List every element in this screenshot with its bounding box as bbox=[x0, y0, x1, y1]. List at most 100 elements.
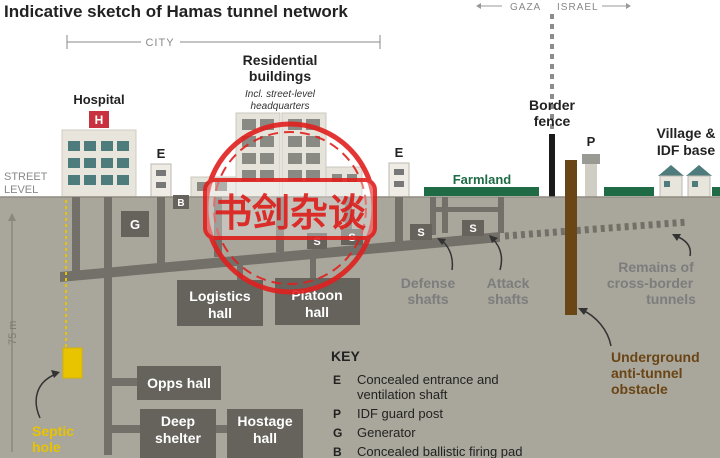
svg-text:Underground: Underground bbox=[611, 349, 700, 365]
watermark-stamp: 书剑杂谈 bbox=[203, 121, 377, 295]
residential-label-2: buildings bbox=[249, 68, 311, 84]
firing-pad-box: B bbox=[173, 195, 189, 209]
farm-shaft-1 bbox=[430, 197, 436, 235]
generator-box: G bbox=[121, 211, 149, 237]
main-tunnel bbox=[60, 232, 500, 282]
hospital-sign-letter: H bbox=[95, 113, 104, 127]
svg-text:shafts: shafts bbox=[407, 291, 448, 307]
remains-annotation: Remains of cross-border tunnels bbox=[607, 234, 696, 307]
svg-text:Defense: Defense bbox=[401, 275, 456, 291]
svg-text:shelter: shelter bbox=[155, 430, 201, 446]
svg-text:E: E bbox=[157, 146, 166, 161]
attack-shafts-annotation: Attack shafts bbox=[487, 235, 530, 307]
watermark-text: 书剑杂谈 bbox=[214, 191, 367, 235]
farm-connector bbox=[436, 207, 504, 212]
shaft-box-3: S bbox=[410, 224, 432, 240]
hostage-connector bbox=[210, 425, 230, 433]
svg-text:Concealed entrance and: Concealed entrance and bbox=[357, 372, 499, 387]
shelter-connector bbox=[108, 425, 140, 433]
hospital-sign bbox=[89, 111, 109, 128]
anti-tunnel-obstacle bbox=[565, 160, 577, 315]
svg-text:ventilation shaft: ventilation shaft bbox=[357, 387, 448, 402]
gaza-label: GAZA bbox=[510, 2, 541, 13]
septic-hole bbox=[62, 200, 83, 379]
svg-text:G: G bbox=[333, 426, 342, 440]
deep-shaft bbox=[104, 197, 112, 455]
page-title: Indicative sketch of Hamas tunnel networ… bbox=[4, 2, 348, 21]
entrance-shaft-left bbox=[157, 197, 165, 267]
logistics-hall: Logistics hall bbox=[177, 280, 263, 326]
guard-post: P bbox=[582, 134, 600, 197]
svg-text:B: B bbox=[333, 445, 342, 458]
city-bracket: CITY bbox=[66, 35, 381, 49]
residential-note-1: Incl. street-level bbox=[245, 89, 316, 100]
border-fence-label-1: Border bbox=[529, 97, 575, 113]
hospital-building: Hospital H bbox=[61, 92, 137, 198]
svg-text:tunnels: tunnels bbox=[646, 291, 696, 307]
svg-text:G: G bbox=[130, 217, 140, 232]
defense-shafts-annotation: Defense shafts bbox=[401, 238, 456, 307]
svg-text:shafts: shafts bbox=[487, 291, 528, 307]
svg-text:Generator: Generator bbox=[357, 425, 416, 440]
svg-text:P: P bbox=[587, 134, 596, 149]
platoon-connector bbox=[310, 250, 316, 278]
tunnel-network bbox=[60, 197, 504, 455]
cross-border-tunnel-remains bbox=[504, 218, 689, 240]
svg-text:hall: hall bbox=[208, 305, 232, 321]
svg-text:Opps hall: Opps hall bbox=[147, 375, 211, 391]
svg-text:cross-border: cross-border bbox=[607, 275, 694, 291]
deep-shelter: Deep shelter bbox=[140, 409, 216, 458]
svg-text:anti-tunnel: anti-tunnel bbox=[611, 365, 683, 381]
svg-text:hall: hall bbox=[305, 304, 329, 320]
farm-shaft-3 bbox=[498, 197, 504, 233]
svg-text:Concealed ballistic firing pad: Concealed ballistic firing pad bbox=[357, 444, 522, 458]
border-fence: Border fence bbox=[529, 97, 575, 197]
entrance-shaft-right bbox=[395, 197, 403, 243]
city-label: CITY bbox=[145, 37, 174, 49]
hospital-shaft bbox=[72, 197, 80, 277]
key-legend: KEY E Concealed entrance and ventilation… bbox=[331, 348, 522, 458]
svg-text:Remains of: Remains of bbox=[618, 259, 694, 275]
residential-shaft-3 bbox=[345, 197, 352, 242]
residential-shaft-1 bbox=[214, 197, 222, 257]
svg-text:hall: hall bbox=[253, 430, 277, 446]
residential-shaft-2 bbox=[276, 197, 284, 252]
key-title: KEY bbox=[331, 348, 360, 364]
svg-text:S: S bbox=[417, 227, 424, 239]
hostage-hall: Hostage hall bbox=[227, 409, 303, 458]
depth-indicator: 75 m bbox=[7, 213, 19, 452]
village-label-1: Village & bbox=[657, 125, 716, 141]
svg-text:Attack: Attack bbox=[487, 275, 530, 291]
svg-text:E: E bbox=[395, 145, 404, 160]
svg-text:IDF guard post: IDF guard post bbox=[357, 406, 443, 421]
farmland: Farmland bbox=[424, 172, 539, 196]
shaft-box-4: S bbox=[462, 220, 484, 236]
svg-text:Deep: Deep bbox=[161, 413, 195, 429]
opps-connector bbox=[108, 378, 138, 386]
street-level-label-1: STREET bbox=[4, 171, 48, 183]
village-idf-base: Village & IDF base bbox=[604, 125, 720, 198]
anti-tunnel-annotation: Underground anti-tunnel obstacle bbox=[578, 308, 700, 397]
residential-note-2: headquarters bbox=[251, 101, 310, 112]
opps-hall: Opps hall bbox=[137, 366, 221, 400]
street-level-label-2: LEVEL bbox=[4, 184, 38, 196]
svg-text:hole: hole bbox=[32, 439, 61, 455]
svg-text:Septic: Septic bbox=[32, 423, 74, 439]
farmland-label: Farmland bbox=[453, 172, 512, 187]
svg-text:obstacle: obstacle bbox=[611, 381, 668, 397]
israel-label: ISRAEL bbox=[557, 2, 599, 13]
logistics-connector bbox=[237, 258, 243, 280]
svg-text:S: S bbox=[313, 236, 320, 248]
svg-text:E: E bbox=[333, 373, 341, 387]
hospital-label: Hospital bbox=[73, 92, 124, 107]
border-header: GAZA ISRAEL bbox=[476, 2, 631, 13]
svg-text:P: P bbox=[333, 407, 341, 421]
village-label-2: IDF base bbox=[657, 142, 716, 158]
farm-shaft-2 bbox=[442, 197, 448, 233]
residential-label-1: Residential bbox=[243, 52, 318, 68]
svg-text:S: S bbox=[469, 223, 476, 235]
svg-text:B: B bbox=[177, 198, 184, 209]
depth-label: 75 m bbox=[7, 321, 19, 345]
